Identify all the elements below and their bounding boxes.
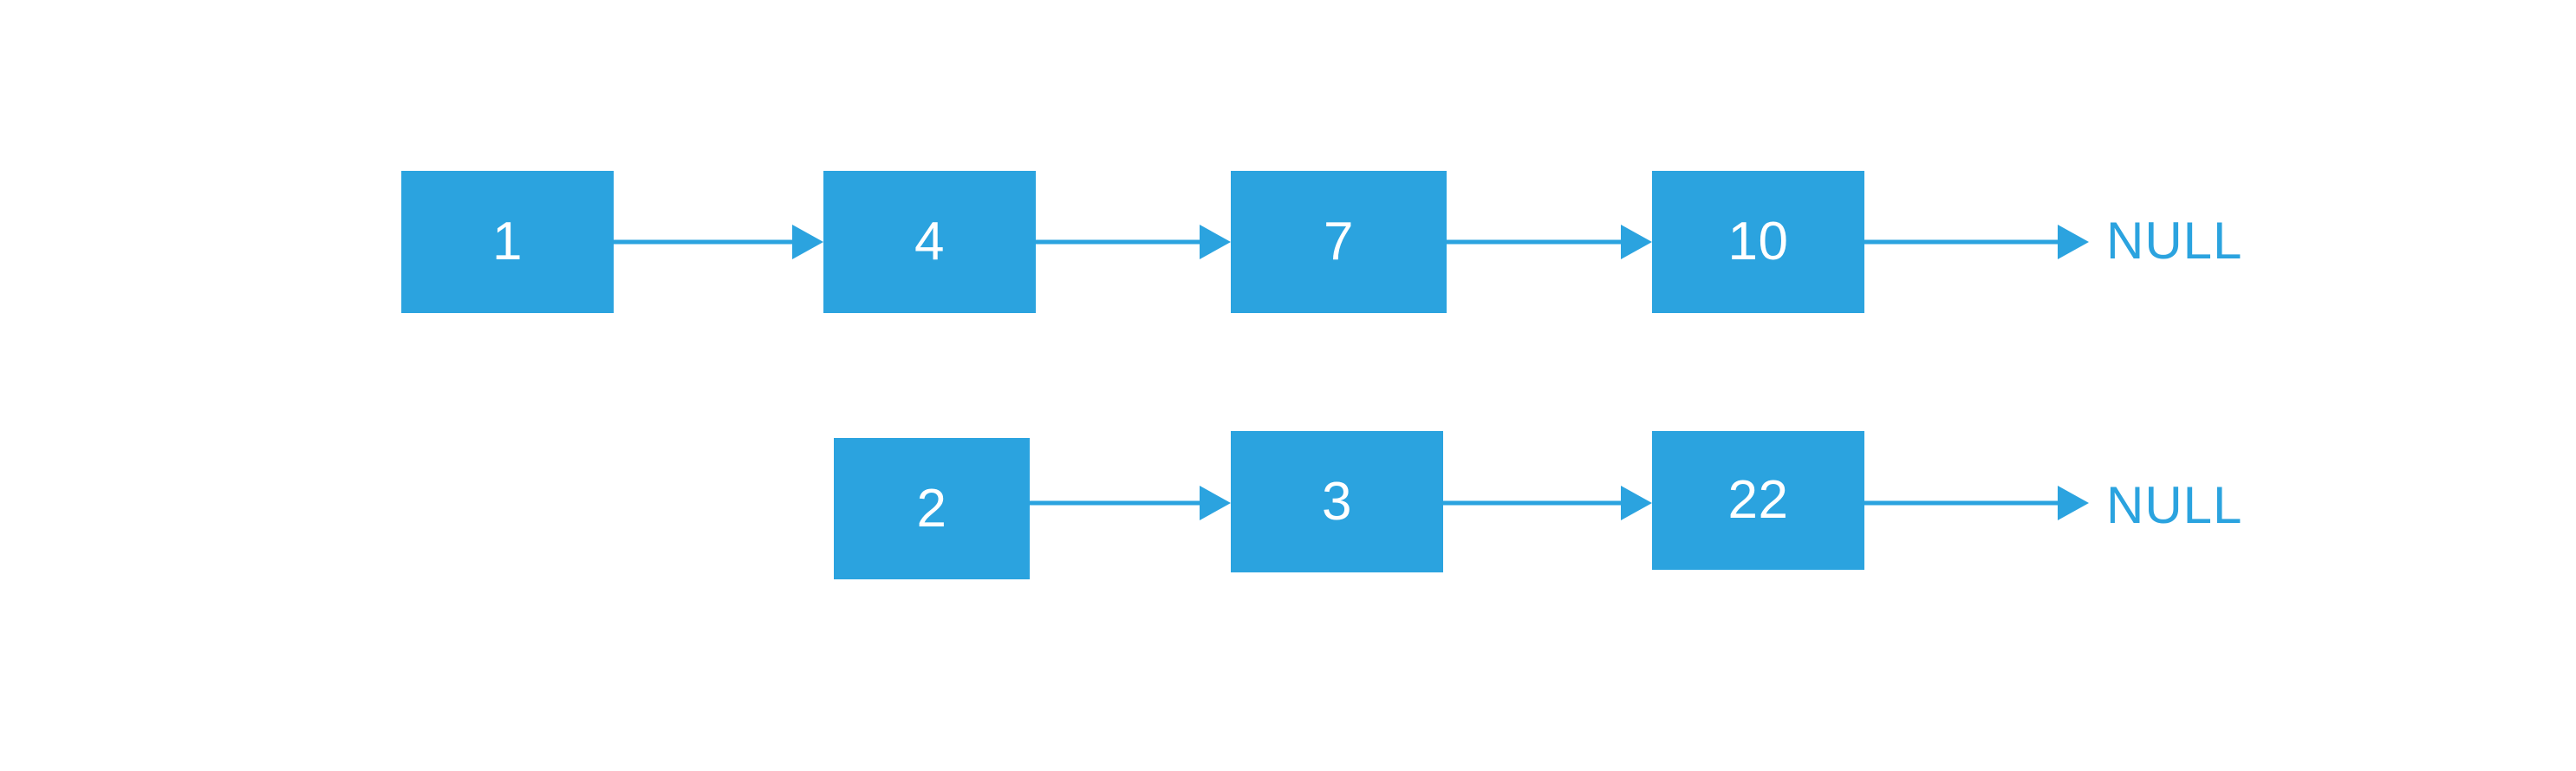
list-node[interactable]: 3: [1231, 431, 1443, 572]
list-node[interactable]: 22: [1652, 431, 1864, 570]
connector-arrow: [1443, 486, 1652, 520]
list-node-value: 4: [914, 212, 945, 271]
arrowhead-icon: [2058, 486, 2089, 520]
null-terminator-label: NULL: [2106, 212, 2243, 270]
connector-arrow: [1036, 225, 1231, 259]
connector-arrow: [1864, 486, 2089, 520]
connector-arrow: [1447, 225, 1652, 259]
list-node-value: 3: [1322, 471, 1352, 532]
list-node-value: 10: [1727, 212, 1789, 271]
arrowhead-icon: [1621, 486, 1652, 520]
arrowhead-icon: [792, 225, 823, 259]
list-node-value: 7: [1324, 212, 1354, 271]
list-node[interactable]: 2: [834, 438, 1030, 579]
list-node[interactable]: 10: [1652, 171, 1864, 313]
list-node-value: 22: [1727, 470, 1789, 530]
connector-arrow: [1864, 225, 2089, 259]
list-node[interactable]: 4: [823, 171, 1036, 313]
null-terminator-label: NULL: [2106, 476, 2243, 534]
arrowhead-icon: [1621, 225, 1652, 259]
arrowhead-icon: [1200, 225, 1231, 259]
connector-arrow: [614, 225, 823, 259]
arrowhead-icon: [1200, 486, 1231, 520]
list-node[interactable]: 1: [401, 171, 614, 313]
list-node[interactable]: 7: [1231, 171, 1447, 313]
list-node-value: 2: [916, 478, 947, 539]
arrowhead-icon: [2058, 225, 2089, 259]
list-node-value: 1: [492, 212, 523, 271]
connector-arrow: [1030, 486, 1231, 520]
